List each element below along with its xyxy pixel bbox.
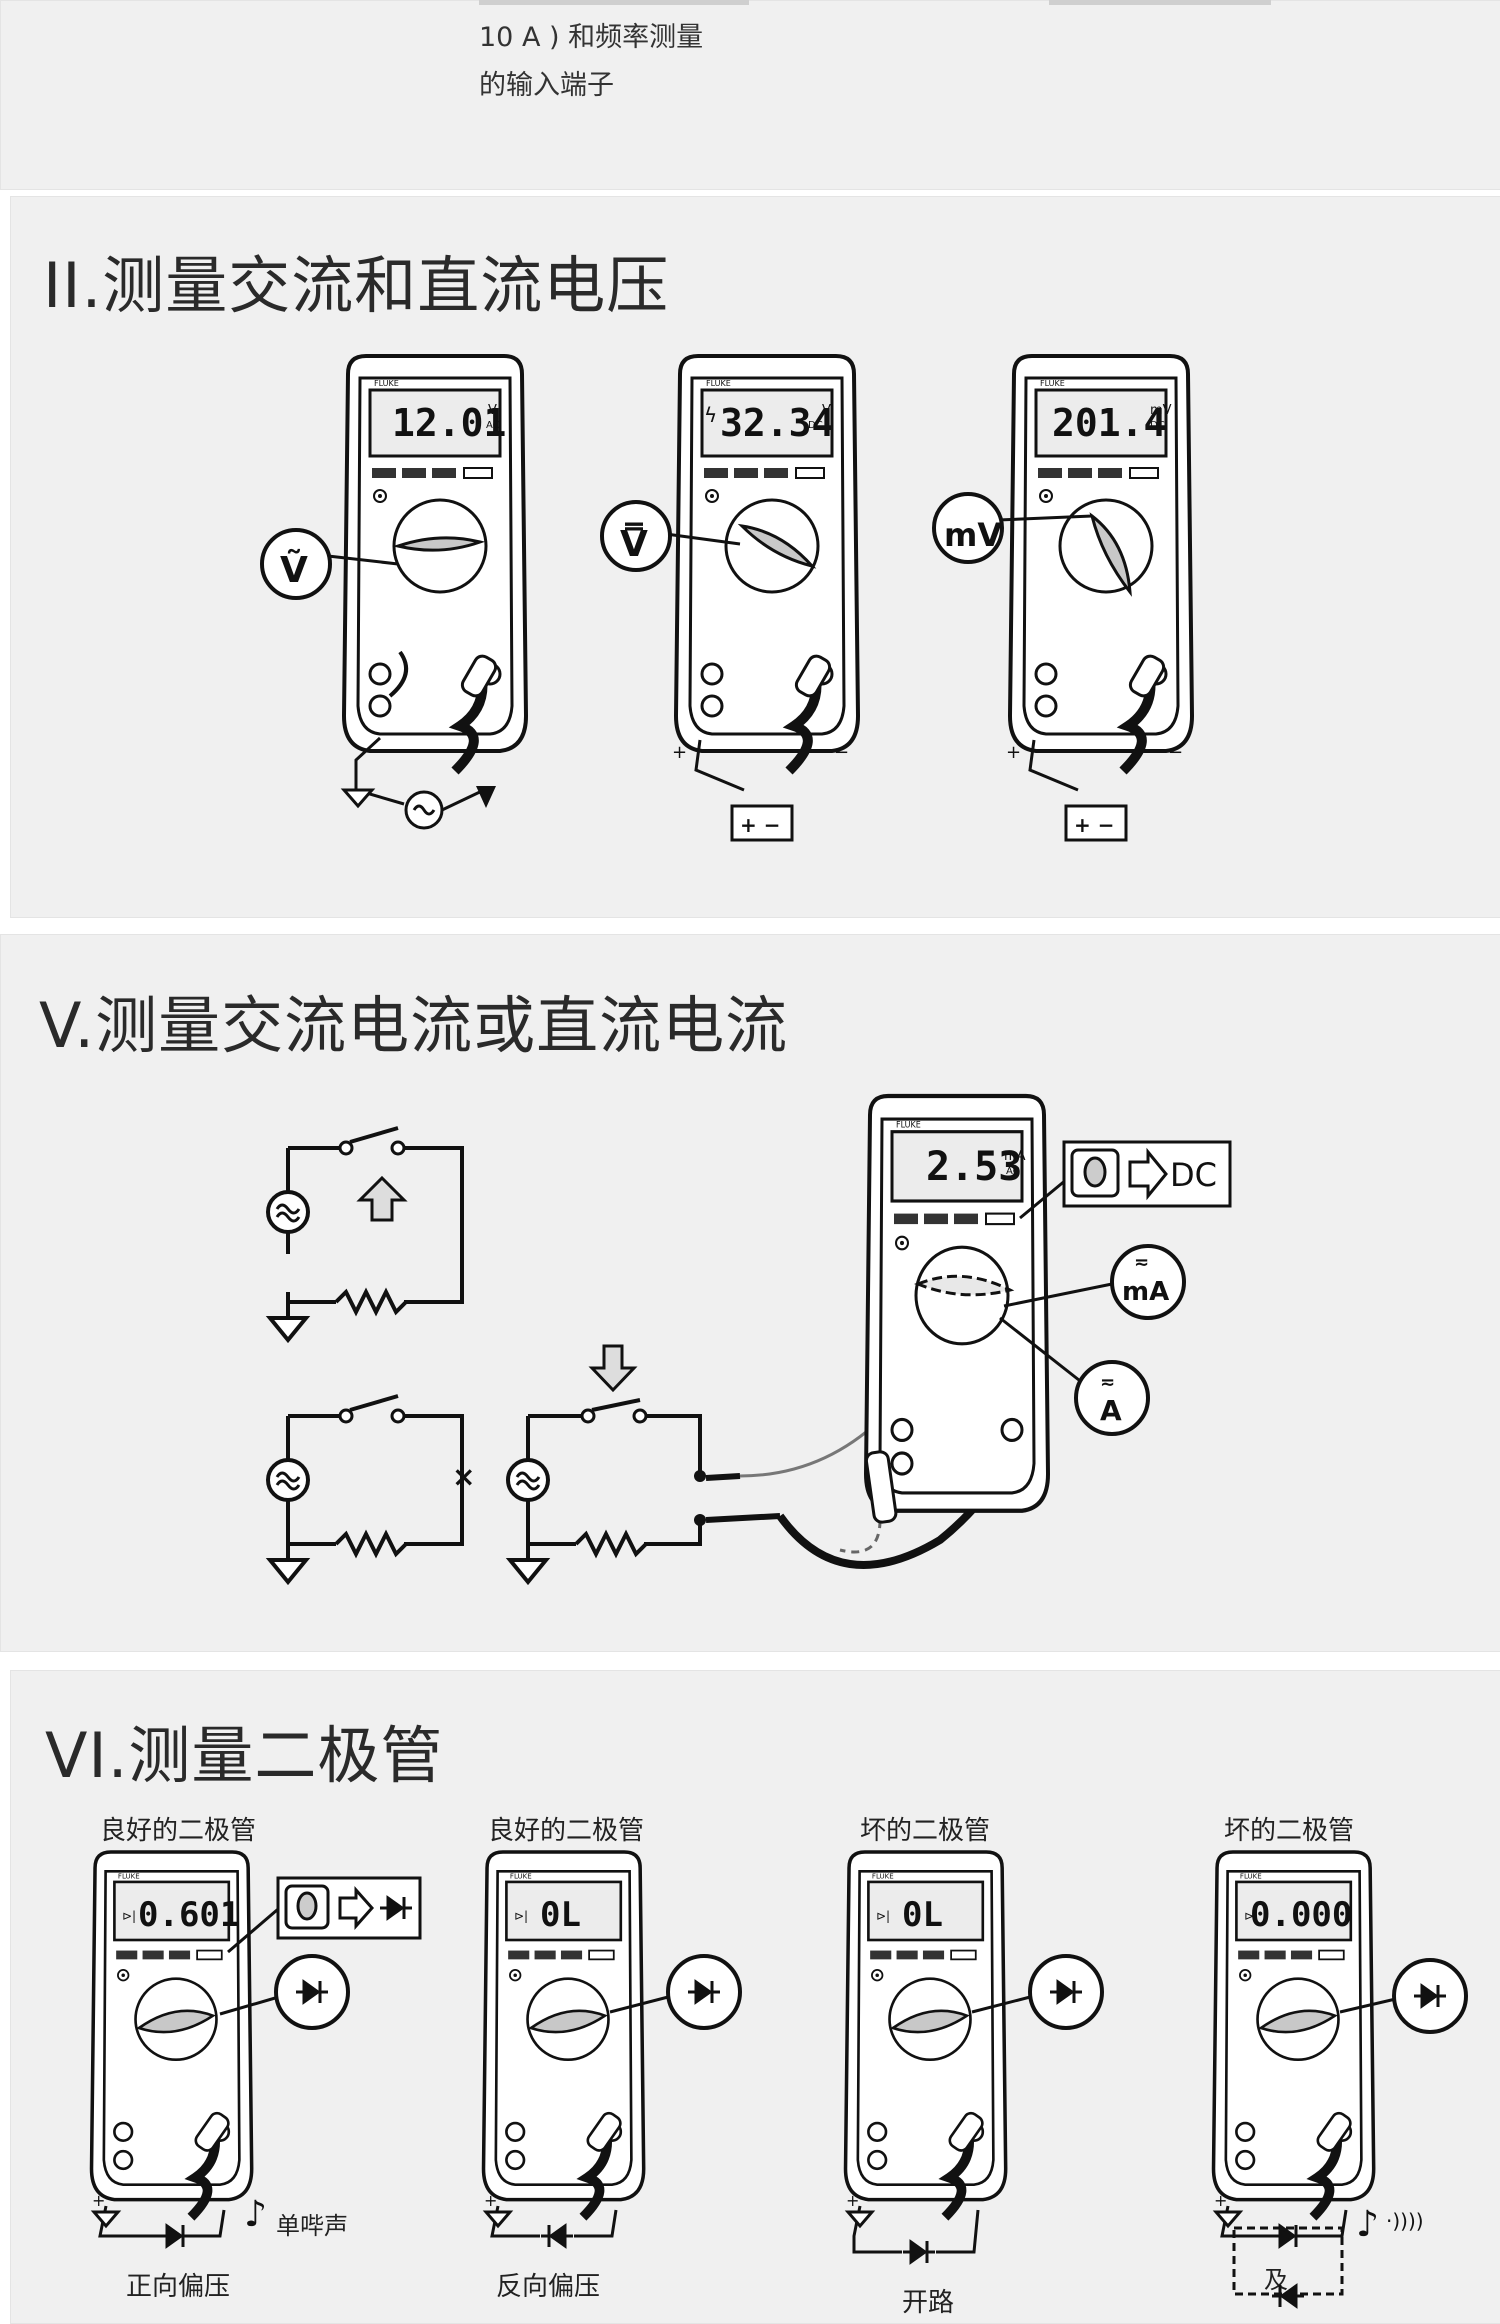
diode-symbol-lcd-4: ⊳|: [1244, 1909, 1258, 1923]
lcd-unit-current-mode: AC: [1006, 1166, 1020, 1177]
battery-circuit-1: + − + −: [672, 739, 849, 842]
callout-a-symbol: A: [1100, 1394, 1122, 1427]
section-title-voltage: II.测量交流和直流电压: [43, 249, 670, 322]
dial-symbol-dc-millivolts: mV: [944, 516, 1002, 554]
lcd-unit-v3: mV: [1150, 403, 1172, 418]
lcd-reading-diode-3: 0L: [902, 1895, 943, 1935]
diode-symbol-lcd-1: ⊳|: [122, 1909, 136, 1923]
svg-text:+: +: [1006, 742, 1021, 763]
callout-dc-label: DC: [1170, 1156, 1217, 1194]
lcd-reading-v1: 12.01: [392, 401, 506, 445]
svg-text:−: −: [1168, 742, 1183, 763]
caption-open-circuit: 开路: [902, 2288, 955, 2318]
section-title-diode: VI.测量二极管: [45, 1719, 444, 1792]
svg-text:≂: ≂: [1134, 1252, 1149, 1273]
cut-off-text-fragment: [479, 0, 749, 5]
lcd-reading-diode-4: 0.000: [1250, 1895, 1352, 1935]
diode-symbol-lcd-3: ⊳|: [876, 1909, 890, 1923]
svg-text:+ −: + −: [740, 813, 780, 837]
current-meter: [865, 1096, 1048, 1524]
dial-symbol-ac-volts: Ṽ: [280, 549, 308, 591]
voltage-meter-3: [1008, 354, 1194, 775]
svg-text:≂: ≂: [1100, 1372, 1115, 1393]
diode-meter-4: [1211, 1850, 1376, 2221]
diode-dial-callout-1: [219, 1954, 350, 2030]
svg-text:+ −: + −: [1074, 813, 1114, 837]
lcd-unit-v2-mode: DC: [808, 420, 823, 431]
current-panel: V.测量交流电流或直流电流: [0, 934, 1500, 1652]
diode-circuit-forward: + ♪: [90, 2191, 267, 2249]
diode-label-1: 良好的二极管: [100, 1816, 257, 1846]
top-panel: 10 A ) 和频率测量 的输入端子: [0, 0, 1500, 190]
circuit-broken: ×: [266, 1394, 475, 1584]
diode-symbol-lcd-2: ⊳|: [514, 1909, 528, 1923]
music-note-icon: ♪: [1356, 2204, 1379, 2245]
diode-meter-2: [481, 1850, 646, 2221]
lcd-reading-v3: 201.4: [1052, 401, 1166, 445]
diode-label-3: 坏的二极管: [860, 1816, 991, 1846]
cut-off-text-fragment: [1049, 0, 1271, 5]
music-note-icon: ♪: [244, 2194, 267, 2235]
diode-dial-callout-4: [1339, 1958, 1468, 2034]
diode-meter-1: [89, 1850, 254, 2221]
lcd-unit-v3-mode: DC: [1150, 420, 1165, 431]
caption-forward-bias: 正向偏压: [126, 2272, 231, 2302]
battery-circuit-2: + − + −: [1006, 739, 1183, 842]
voltage-meter-2: [674, 354, 860, 775]
callout-ma-symbol: mA: [1122, 1277, 1169, 1307]
diode-dial-callout-2: [609, 1954, 742, 2030]
diode-meter-3: [843, 1850, 1008, 2221]
caption-and: 及: [1264, 2266, 1288, 2294]
caption-reverse-bias: 反向偏压: [496, 2272, 601, 2302]
diode-circuit-reverse: +: [482, 2191, 618, 2249]
terminal-description-line1: 10 A ) 和频率测量: [479, 22, 704, 53]
lcd-reading-diode-1: 0.601: [138, 1895, 240, 1935]
lcd-unit-v2: V: [822, 403, 831, 418]
diode-circuit-shorted: + ♪ ·)))): [1212, 2191, 1424, 2309]
svg-text:+: +: [1214, 2191, 1227, 2210]
diode-label-2: 良好的二极管: [488, 1816, 645, 1846]
lcd-reading-v2: 32.34: [720, 401, 834, 445]
hazard-icon: ϟ: [704, 403, 717, 427]
caption-single-beep: 单哔声: [276, 2212, 348, 2240]
diode-circuit-open: +: [844, 2191, 980, 2265]
voltage-meter-1: [342, 354, 528, 775]
lcd-unit-v1: V: [488, 403, 497, 418]
ac-source-circuit: [340, 736, 496, 830]
lcd-reading-current: 2.53: [926, 1144, 1022, 1190]
svg-text:+: +: [484, 2191, 497, 2210]
diode-dial-callout-3: [971, 1954, 1104, 2030]
dial-symbol-dc-volts: V̿: [620, 522, 648, 565]
section-title-current: V.测量交流电流或直流电流: [39, 989, 789, 1062]
svg-text:×: ×: [452, 1460, 475, 1493]
diode-label-4: 坏的二极管: [1224, 1816, 1355, 1846]
continuous-beep-icon: ·)))): [1386, 2209, 1424, 2233]
terminal-description-line2: 的输入端子: [479, 70, 614, 101]
lcd-reading-diode-2: 0L: [540, 1895, 581, 1935]
lcd-unit-current: mA: [1004, 1149, 1026, 1164]
svg-text:−: −: [834, 742, 849, 763]
svg-text:+: +: [672, 742, 687, 763]
circuit-closed: [266, 1126, 464, 1342]
lcd-unit-v1-mode: AC: [486, 420, 500, 431]
svg-text:+: +: [92, 2191, 105, 2210]
svg-text:+: +: [846, 2191, 859, 2210]
